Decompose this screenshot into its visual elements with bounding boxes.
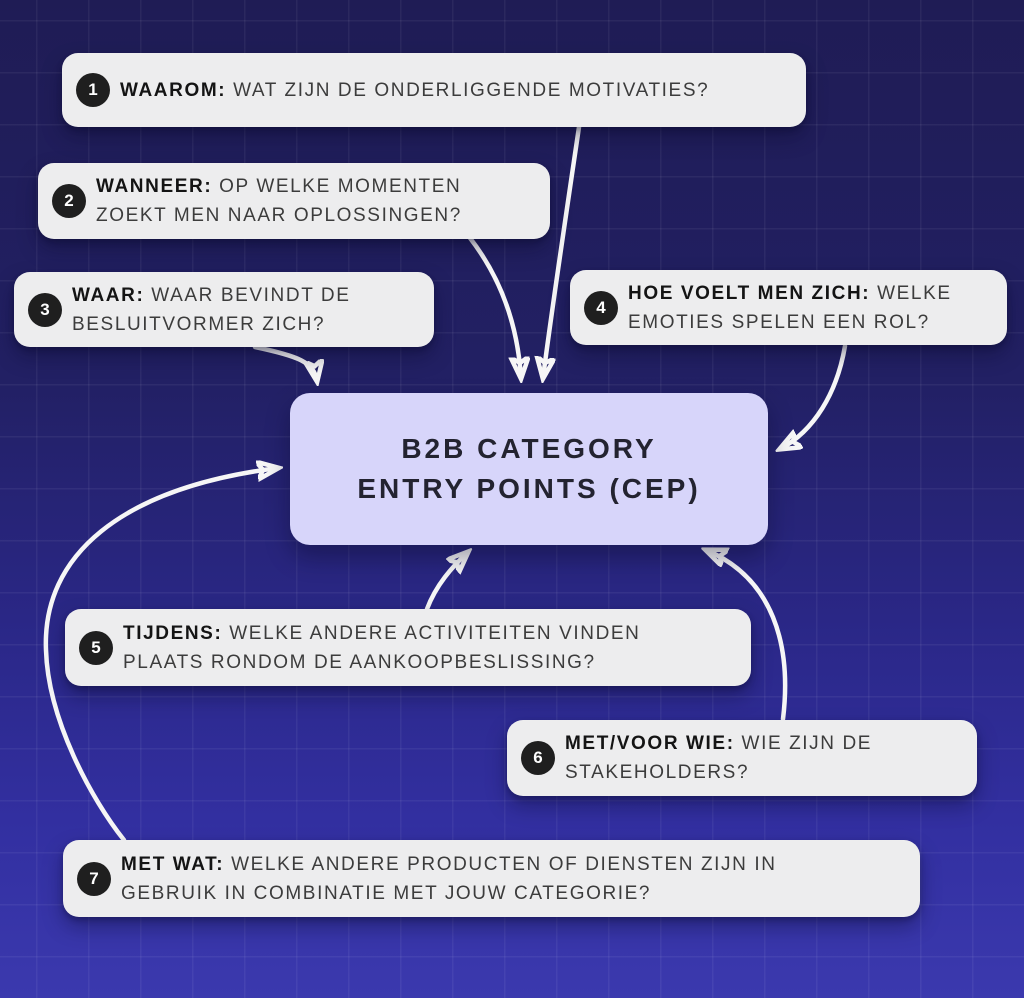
number-badge-3: 3 — [28, 292, 62, 327]
arrow-6-to-center — [706, 550, 788, 722]
question-card-1: 1 WAAROM: WAT ZIJN DE ONDERLIGGENDE MOTI… — [62, 53, 806, 127]
number-badge-2: 2 — [52, 184, 86, 218]
arrow-3-to-center — [252, 344, 317, 381]
card-1-question: WAT ZIJN DE ONDERLIGGENDE MOTIVATIES? — [233, 79, 710, 101]
card-3-label: WAAR: — [72, 284, 145, 306]
card-6-question: WIE ZIJN DE STAKEHOLDERS? — [565, 733, 873, 783]
question-card-5: 5 TIJDENS: WELKE ANDERE ACTIVITEITEN VIN… — [65, 609, 751, 686]
question-card-4: 4 HOE VOELT MEN ZICH: WELKE EMOTIES SPEL… — [570, 270, 1007, 345]
number-badge-1: 1 — [76, 73, 110, 107]
card-3-question: WAAR BEVINDT DE BESLUITVORMER ZICH? — [72, 284, 351, 335]
arrow-2-to-center — [467, 235, 521, 378]
center-title-line1: B2B CATEGORY — [401, 433, 657, 464]
center-node: B2B CATEGORY ENTRY POINTS (CEP) — [290, 393, 768, 545]
card-2-label: WANNEER: — [96, 176, 213, 197]
card-2-question: OP WELKE MOMENTEN ZOEKT MEN NAAR OPLOSSI… — [96, 176, 462, 226]
number-badge-7: 7 — [77, 861, 111, 896]
number-badge-5: 5 — [79, 630, 113, 665]
question-card-7: 7 MET WAT: WELKE ANDERE PRODUCTEN OF DIE… — [63, 840, 920, 917]
number-badge-4: 4 — [584, 290, 618, 325]
question-card-2: 2 WANNEER: OP WELKE MOMENTEN ZOEKT MEN N… — [38, 163, 550, 239]
card-4-label: HOE VOELT MEN ZICH: — [628, 282, 871, 304]
card-5-label: TIJDENS: — [123, 622, 223, 644]
question-card-6: 6 MET/VOOR WIE: WIE ZIJN DE STAKEHOLDERS… — [507, 720, 977, 796]
number-badge-6: 6 — [521, 741, 555, 775]
arrow-1-to-center — [543, 124, 582, 378]
card-5-question: WELKE ANDERE ACTIVITEITEN VINDEN PLAATS … — [123, 622, 641, 673]
question-card-3: 3 WAAR: WAAR BEVINDT DE BESLUITVORMER ZI… — [14, 272, 434, 347]
card-7-question: WELKE ANDERE PRODUCTEN OF DIENSTEN ZIJN … — [121, 853, 777, 904]
arrow-4-to-center — [780, 343, 848, 449]
arrow-7-to-center — [43, 468, 278, 843]
card-6-label: MET/VOOR WIE: — [565, 733, 735, 754]
arrow-5-to-center — [424, 552, 468, 612]
card-1-label: WAAROM: — [120, 79, 227, 101]
card-4-question: WELKE EMOTIES SPELEN EEN ROL? — [628, 282, 952, 333]
center-title-line2: ENTRY POINTS (CEP) — [357, 473, 701, 504]
card-7-label: MET WAT: — [121, 853, 225, 875]
